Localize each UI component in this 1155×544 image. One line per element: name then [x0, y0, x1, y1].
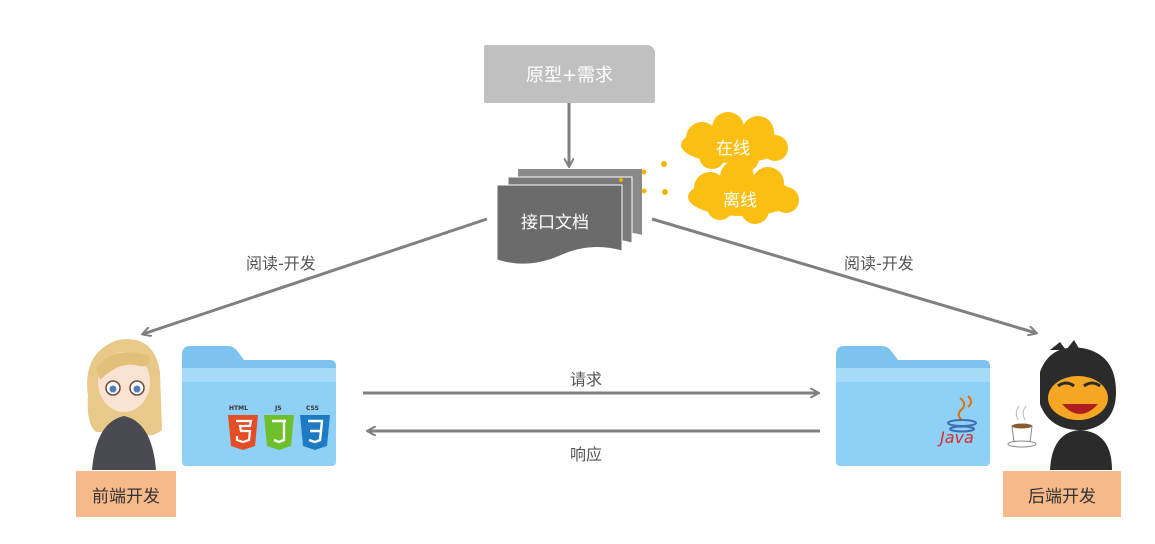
edge-label-read-dev-left: 阅读-开发 [246, 254, 316, 273]
api-doc-label: 接口文档 [521, 213, 589, 233]
cloud-dot [641, 169, 647, 175]
offline-label: 离线 [723, 191, 757, 211]
cloud-offline [688, 160, 799, 224]
frontend-dev-node: 前端开发 [76, 471, 176, 517]
online-label: 在线 [716, 139, 750, 159]
edge-label-read-dev-right: 阅读-开发 [844, 254, 914, 273]
css3-icon [300, 415, 330, 450]
cloud-dot [641, 188, 647, 194]
frontend-developer-avatar [87, 339, 162, 470]
backend-folder-icon [836, 346, 990, 466]
frontend-folder-icon [182, 346, 336, 466]
arrow-doc-to-backend [651, 217, 1036, 333]
java-cup-icon [947, 395, 977, 433]
frontend-dev-label: 前端开发 [92, 486, 160, 507]
backend-dev-label: 后端开发 [1028, 486, 1096, 507]
backend-dev-node: 后端开发 [1003, 471, 1121, 517]
cloud-dot [661, 161, 667, 167]
arrow-doc-to-frontend [143, 217, 488, 334]
api-doc-stack [496, 169, 642, 265]
html-badge-label: HTML [229, 405, 248, 412]
cloud-dot [619, 178, 623, 182]
backend-developer-avatar [1007, 340, 1116, 470]
html5-icon [228, 415, 258, 450]
cloud-dot [662, 189, 668, 195]
js-icon [264, 415, 294, 450]
edge-label-response: 响应 [570, 445, 603, 464]
edge-label-request: 请求 [570, 370, 603, 389]
js-badge-label: JS [275, 405, 282, 412]
java-logo-label: Java [940, 428, 974, 447]
prototype-requirements-node: 原型+需求 [484, 45, 655, 103]
css-badge-label: CSS [306, 405, 319, 412]
cloud-online [681, 112, 788, 172]
prototype-requirements-label: 原型+需求 [525, 65, 614, 86]
